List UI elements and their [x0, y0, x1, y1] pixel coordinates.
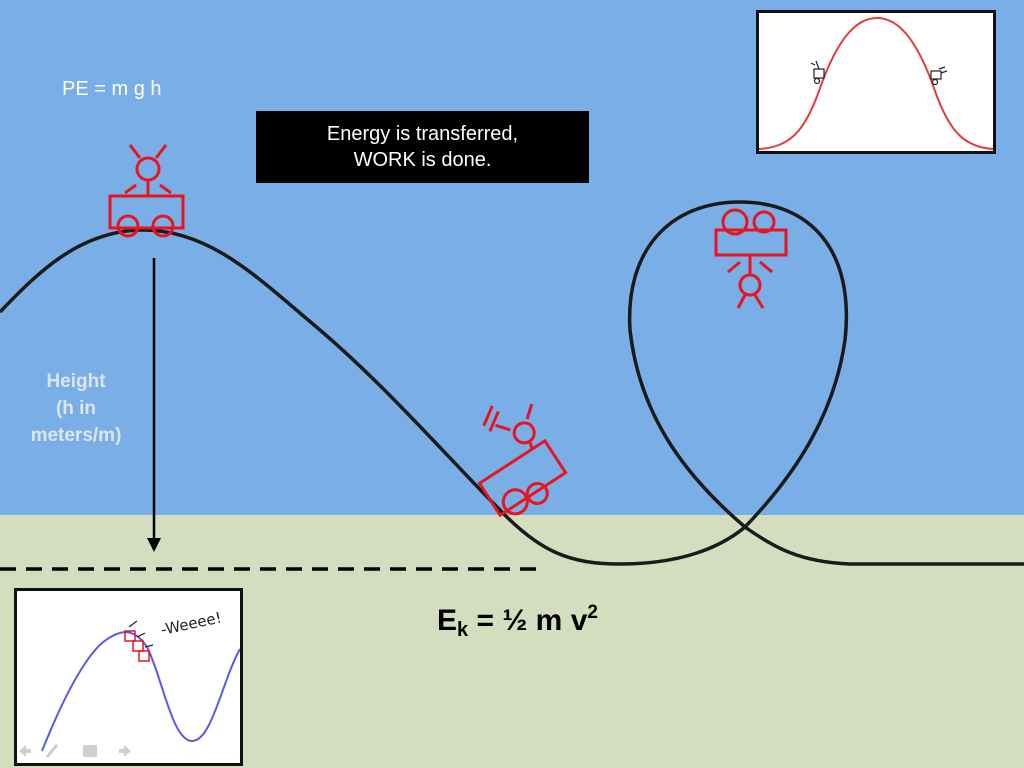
- inset-cart-right: [930, 66, 948, 86]
- cart-on-descent: [477, 403, 568, 518]
- energy-transfer-note: Energy is transferred, WORK is done.: [256, 111, 589, 183]
- inset-bell-curve: [756, 10, 996, 154]
- cart-in-loop: [714, 208, 788, 309]
- coaster-track: [0, 200, 1024, 566]
- inset-cart-left: [810, 60, 825, 85]
- inset-burst-marks: [128, 620, 154, 648]
- pen-icon: [45, 744, 59, 758]
- inset-bell-curve-drawing: [758, 16, 994, 150]
- inset-cart: [124, 630, 150, 662]
- inset-wave: -Weeee!: [14, 588, 243, 766]
- inset-toolbar: [19, 744, 131, 758]
- inset-caption: -Weeee!: [159, 608, 223, 638]
- forward-arrow-icon: [119, 745, 131, 757]
- ke-expression: = ½ m v: [468, 604, 588, 637]
- ke-symbol: E: [437, 604, 458, 637]
- potential-energy-formula: PE = m g h: [62, 78, 162, 100]
- inset-wave-drawing: -Weeee!: [19, 608, 241, 758]
- cart-on-hill: [108, 144, 185, 238]
- screen-icon: [83, 745, 97, 757]
- back-arrow-icon: [19, 745, 31, 757]
- ke-superscript: 2: [587, 602, 598, 623]
- height-label: Height (h in meters/m): [30, 371, 122, 446]
- energy-transfer-text: Energy is transferred, WORK is done.: [326, 123, 519, 171]
- kinetic-energy-formula: Ek = ½ m v2: [437, 602, 598, 642]
- height-arrow-head: [147, 538, 161, 552]
- ke-subscript: k: [457, 619, 469, 641]
